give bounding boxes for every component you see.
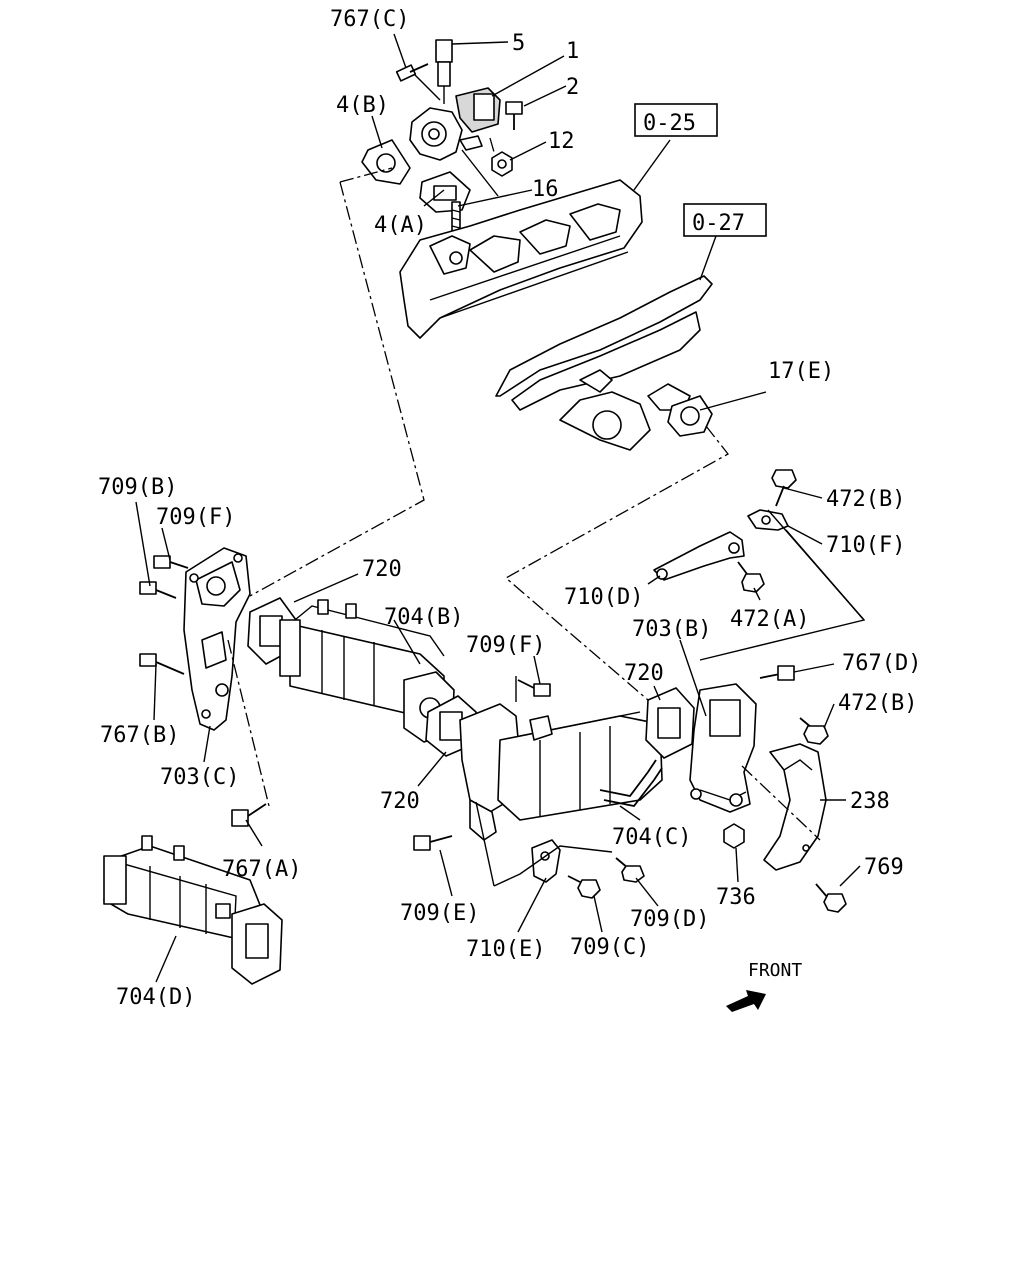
bolt-709c[interactable]	[567, 875, 601, 899]
label-709c[interactable]: 709(C)	[570, 935, 649, 960]
egr-cooler-704d[interactable]	[103, 835, 283, 985]
egr-cooler-704b[interactable]	[279, 599, 455, 743]
label-767d[interactable]: 767(D)	[842, 651, 921, 676]
label-16[interactable]: 16	[532, 177, 559, 202]
label-710f[interactable]: 710(F)	[826, 533, 905, 558]
bracket-710f[interactable]	[747, 509, 789, 531]
part-labels: 767(C) 5 1 2 4(B) 12 16 4(A) 17(E) 472(B…	[98, 7, 921, 1010]
label-238[interactable]: 238	[850, 789, 890, 814]
bolt-767b[interactable]	[139, 653, 185, 675]
label-736[interactable]: 736	[716, 885, 756, 910]
front-arrow-icon	[726, 990, 766, 1012]
label-767c[interactable]: 767(C)	[330, 7, 409, 32]
bolt-2[interactable]	[505, 101, 523, 130]
bolt-769[interactable]	[815, 883, 847, 913]
label-5[interactable]: 5	[512, 31, 525, 56]
label-472b-mid[interactable]: 472(B)	[838, 691, 917, 716]
label-720-top[interactable]: 720	[362, 557, 402, 582]
label-709d[interactable]: 709(D)	[630, 907, 709, 932]
nut-736[interactable]	[723, 823, 745, 849]
bolt-472b-mid[interactable]	[799, 717, 829, 745]
ref-0-27-text: 0-27	[692, 211, 745, 236]
label-709f-left[interactable]: 709(F)	[156, 505, 235, 530]
label-704b[interactable]: 704(B)	[384, 605, 463, 630]
label-767b[interactable]: 767(B)	[100, 723, 179, 748]
label-709e[interactable]: 709(E)	[400, 901, 479, 926]
bolt-709d[interactable]	[615, 857, 645, 883]
bolt-709e[interactable]	[413, 835, 453, 851]
egr-valve-1[interactable]	[409, 87, 501, 161]
bolt-709b[interactable]	[139, 581, 177, 599]
label-1[interactable]: 1	[566, 39, 579, 64]
label-710d[interactable]: 710(D)	[564, 585, 643, 610]
label-709f-mid[interactable]: 709(F)	[466, 633, 545, 658]
label-703b[interactable]: 703(B)	[632, 617, 711, 642]
bracket-703b[interactable]	[689, 683, 757, 813]
label-17e[interactable]: 17(E)	[768, 359, 834, 384]
bolt-472a[interactable]	[737, 561, 765, 593]
intake-manifold[interactable]	[399, 179, 643, 339]
gasket-17e[interactable]	[667, 395, 713, 437]
stud-5[interactable]	[435, 39, 453, 87]
label-2[interactable]: 2	[566, 75, 579, 100]
egr-cooler-704c[interactable]	[459, 703, 663, 841]
label-12[interactable]: 12	[548, 129, 575, 154]
bolt-767a[interactable]	[231, 803, 267, 827]
gasket-4a[interactable]	[419, 171, 471, 213]
label-769[interactable]: 769	[864, 855, 904, 880]
bolt-709f-mid[interactable]	[517, 679, 551, 697]
bolt-767c[interactable]	[395, 63, 429, 82]
bolt-472b-top[interactable]	[771, 469, 797, 507]
label-767a[interactable]: 767(A)	[222, 857, 301, 882]
egr-valve-assembly	[361, 39, 523, 237]
label-703c[interactable]: 703(C)	[160, 765, 239, 790]
label-4b[interactable]: 4(B)	[336, 93, 389, 118]
connection-lines	[227, 73, 866, 887]
gasket-4b[interactable]	[361, 139, 411, 185]
bolt-767d[interactable]	[759, 665, 795, 681]
label-710e[interactable]: 710(E)	[466, 937, 545, 962]
front-indicator: FRONT	[726, 960, 802, 1012]
label-472b-top[interactable]: 472(B)	[826, 487, 905, 512]
heat-shield-238[interactable]	[763, 743, 827, 871]
bracket-710e[interactable]	[531, 839, 561, 883]
front-label: FRONT	[748, 960, 802, 981]
bracket-710d[interactable]	[653, 531, 745, 581]
label-704c[interactable]: 704(C)	[612, 825, 691, 850]
gasket-720-mid[interactable]	[645, 687, 695, 759]
label-720-low[interactable]: 720	[380, 789, 420, 814]
label-709b[interactable]: 709(B)	[98, 475, 177, 500]
leader-lines	[135, 33, 861, 983]
label-720-mid[interactable]: 720	[624, 661, 664, 686]
ref-0-25-text: 0-25	[643, 111, 696, 136]
label-4a[interactable]: 4(A)	[374, 213, 427, 238]
label-472a[interactable]: 472(A)	[730, 607, 809, 632]
bolt-709f-left[interactable]	[153, 555, 189, 569]
nut-12[interactable]	[491, 151, 513, 177]
bracket-703c[interactable]	[183, 547, 251, 731]
ref-box-0-27[interactable]: 0-27	[683, 203, 767, 237]
ref-box-0-25[interactable]: 0-25	[634, 103, 718, 137]
label-704d[interactable]: 704(D)	[116, 985, 195, 1010]
